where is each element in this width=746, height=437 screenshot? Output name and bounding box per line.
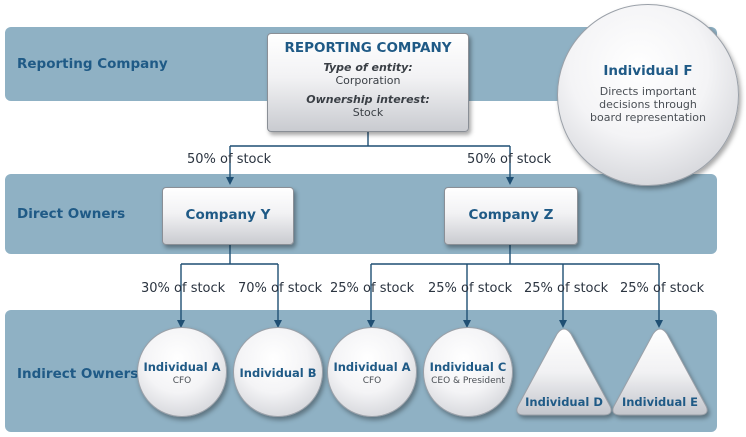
stake-label-individual-e: 25% of stock <box>620 281 705 296</box>
entity-type-value: Corporation <box>335 74 401 87</box>
individual-f-circle: Individual F Directs important decisions… <box>557 4 739 186</box>
individual-a-name-2: Individual A <box>333 360 411 374</box>
company-y-name: Company Y <box>185 207 271 223</box>
individual-a-circle-1: Individual A CFO <box>137 327 227 417</box>
stake-label-individual-b: 70% of stock <box>238 281 323 296</box>
company-z-name: Company Z <box>468 207 554 223</box>
individual-a-circle-2: Individual A CFO <box>327 327 417 417</box>
individual-f-name: Individual F <box>603 63 693 79</box>
individual-c-role: CEO & President <box>431 376 505 386</box>
individual-e-name: Individual E <box>621 395 699 409</box>
direct-owners-band-label: Direct Owners <box>17 206 126 222</box>
ownership-interest-value: Stock <box>352 106 384 119</box>
stake-label-company-y: 50% of stock <box>187 152 272 167</box>
stake-label-individual-c: 25% of stock <box>428 281 513 296</box>
ownership-interest-label: Ownership interest: <box>306 93 430 106</box>
reporting-company-band-label: Reporting Company <box>17 56 168 72</box>
individual-e-triangle <box>612 328 708 416</box>
individual-f-description: Directs important decisions through boar… <box>590 85 706 124</box>
indirect-owners-band-label: Indirect Owners <box>17 366 139 382</box>
company-z-box: Company Z <box>444 187 578 245</box>
individual-a-role-1: CFO <box>172 376 192 386</box>
stake-label-individual-d: 25% of stock <box>524 281 609 296</box>
individual-a-role-2: CFO <box>362 376 382 386</box>
stake-label-individual-a-1: 30% of stock <box>141 281 226 296</box>
individual-b-name: Individual B <box>239 366 317 380</box>
reporting-company-title: REPORTING COMPANY <box>284 40 452 56</box>
reporting-company-box: REPORTING COMPANY Type of entity: Corpor… <box>267 33 469 132</box>
individual-b-circle: Individual B <box>233 327 323 417</box>
entity-type-label: Type of entity: <box>323 61 413 74</box>
stake-label-company-z: 50% of stock <box>467 152 552 167</box>
individual-c-circle: Individual C CEO & President <box>423 327 513 417</box>
individual-a-name-1: Individual A <box>143 360 221 374</box>
direct-owners-band <box>5 174 717 254</box>
individual-c-name: Individual C <box>429 360 507 374</box>
stake-label-individual-a-2: 25% of stock <box>330 281 415 296</box>
individual-d-triangle <box>516 328 612 416</box>
company-y-box: Company Y <box>162 187 294 245</box>
individual-d-name: Individual D <box>525 395 603 409</box>
